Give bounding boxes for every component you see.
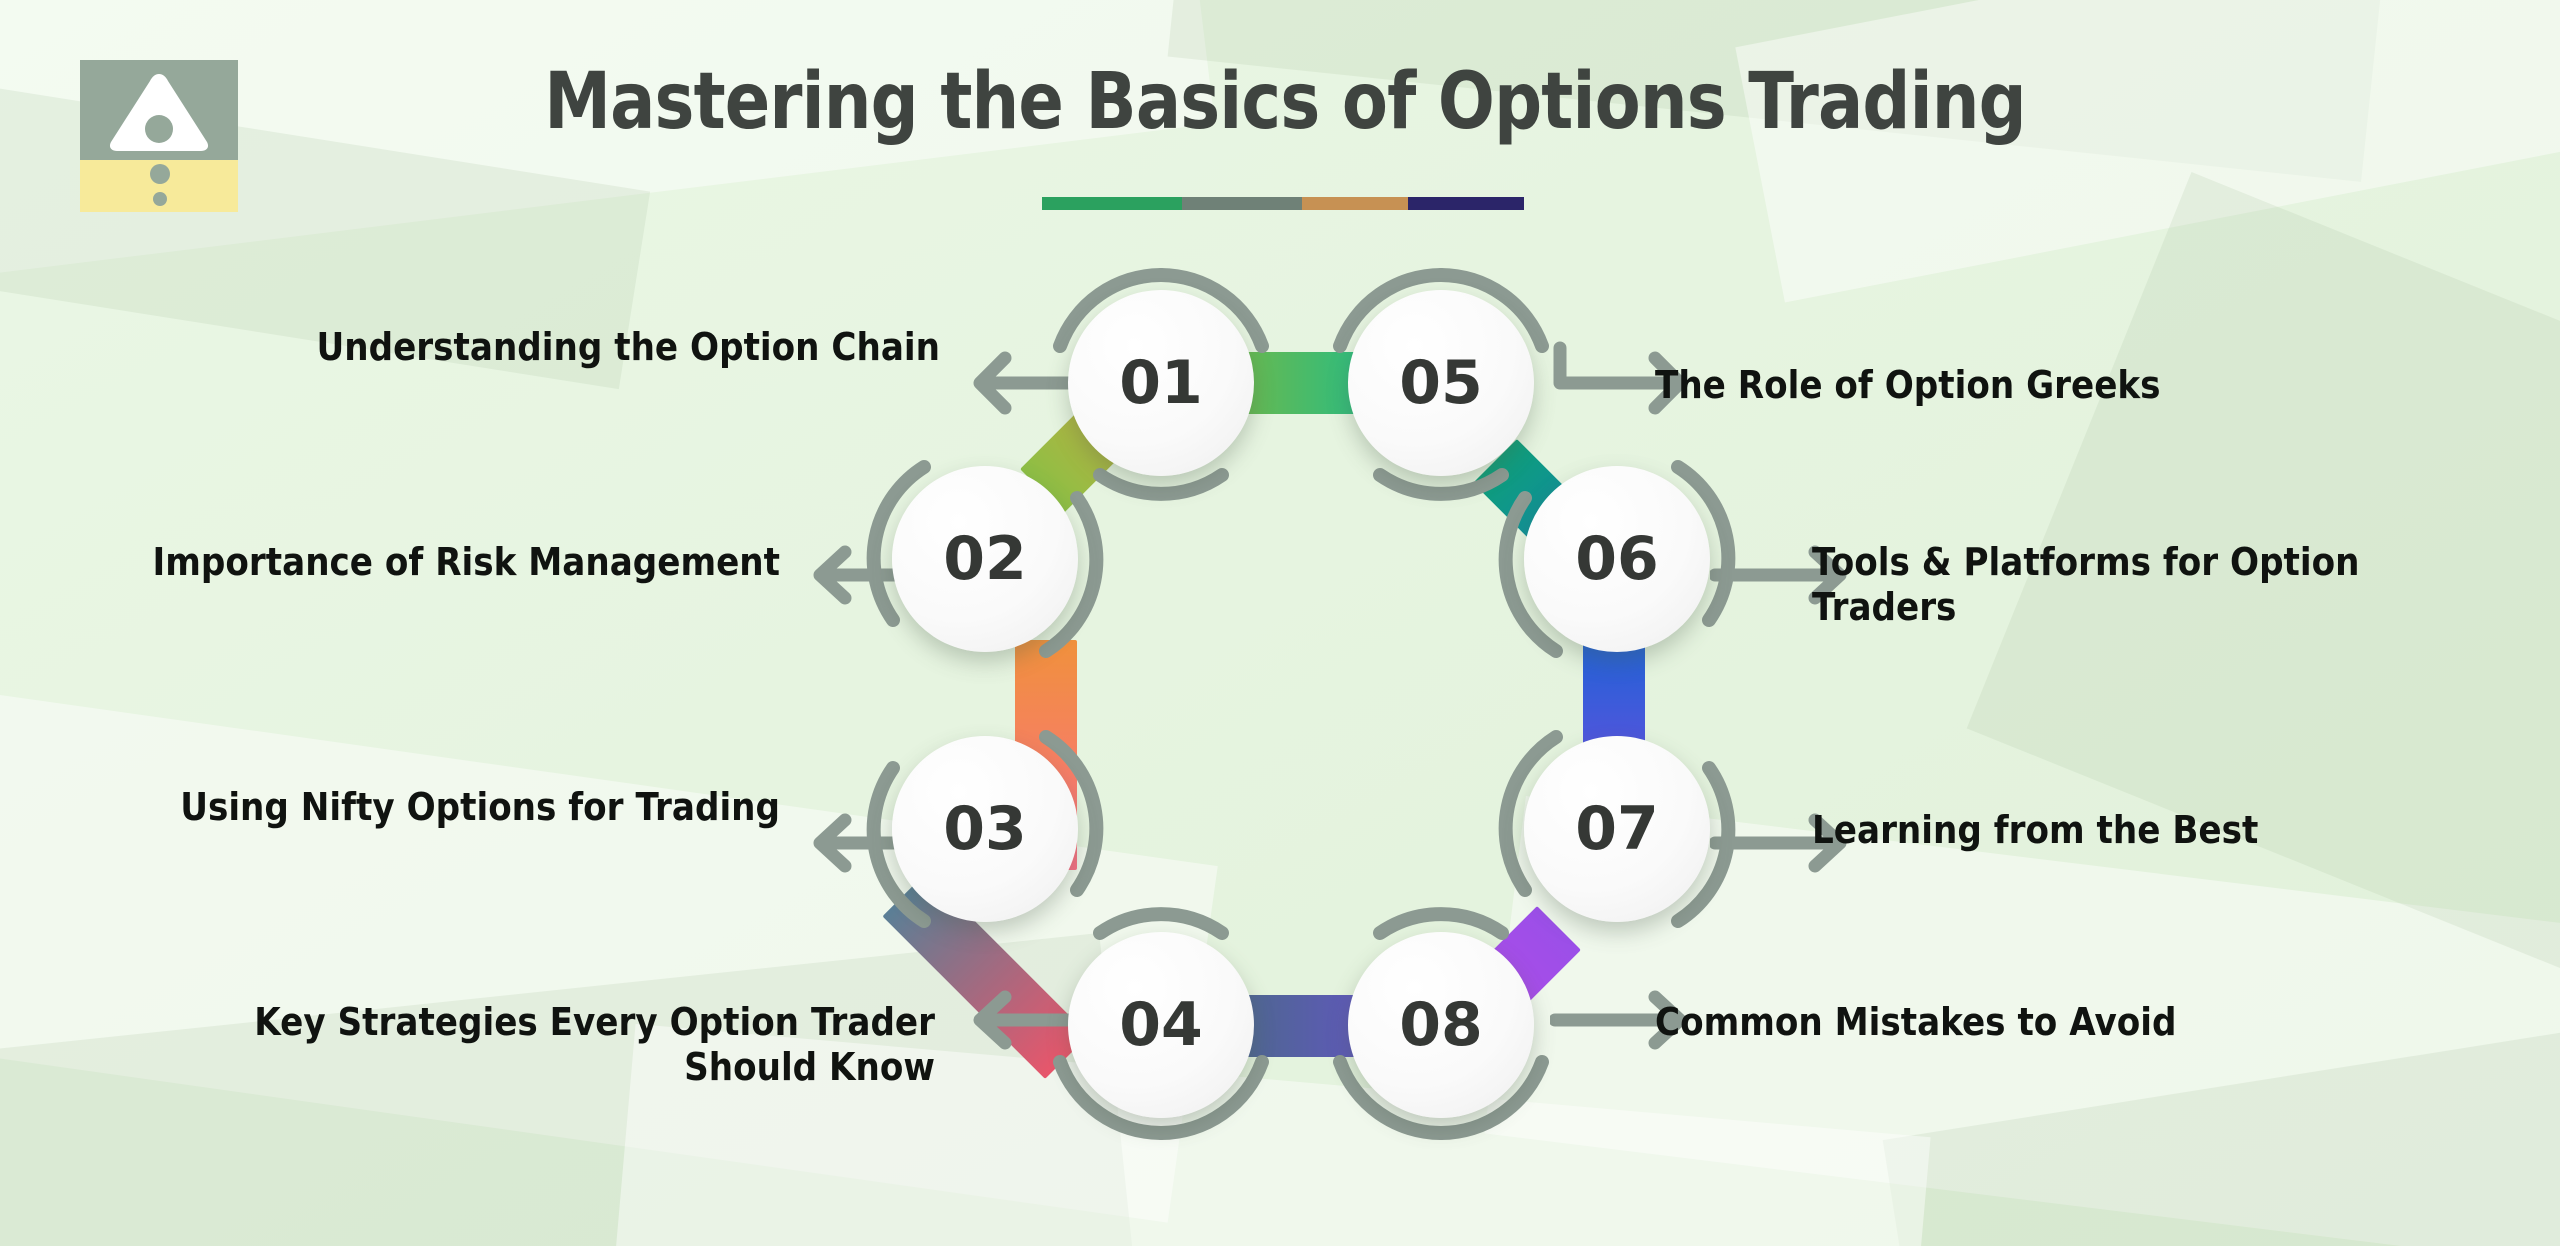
node-number-01: 01 [1119,348,1203,418]
arrow-to-label-07 [1710,813,1847,873]
node-ring-01 [1053,268,1269,501]
label-02: Importance of Risk Management [152,540,780,584]
warning-triangle-icon [109,74,209,151]
node-01[interactable]: 01 [1053,268,1269,501]
node-02[interactable]: 02 [866,460,1104,658]
node-number-02: 02 [943,524,1027,594]
node-disc-03: 03 [892,736,1078,922]
node-ring-04 [1053,907,1269,1140]
page-title: Mastering the Basics of Options Trading [544,57,2026,147]
node-05[interactable]: 05 [1333,268,1549,501]
label-03: Using Nifty Options for Trading [180,785,780,829]
node-number-03: 03 [943,794,1027,864]
underline-segment-2 [1181,197,1303,210]
logo-dot-large [150,164,170,184]
label-07: Learning from the Best [1812,808,2259,852]
underline-segment-1 [1042,197,1182,210]
underline-segment-4 [1408,197,1524,210]
node-08[interactable]: 08 [1333,907,1549,1140]
node-ring-08 [1333,907,1549,1140]
label-08: Common Mistakes to Avoid [1655,1000,2177,1044]
node-disc-04: 04 [1068,932,1254,1118]
node-number-05: 05 [1399,348,1483,418]
node-disc-05: 05 [1348,290,1534,476]
node-number-08: 08 [1399,990,1483,1060]
brand-logo [80,60,238,212]
node-disc-07: 07 [1524,736,1710,922]
node-disc-08: 08 [1348,932,1534,1118]
node-ring-05 [1333,268,1549,501]
arrow-to-label-05 [1553,341,1687,415]
node-ring-06 [1498,460,1736,658]
node-04[interactable]: 04 [1053,907,1269,1140]
logo-dot-small [153,192,167,206]
label-05: The Role of Option Greeks [1655,363,2161,407]
node-03[interactable]: 03 [866,730,1104,928]
label-06: Tools & Platforms for Option Traders [1812,540,2360,629]
arrow-to-label-06 [1710,545,1847,605]
node-ring-02 [866,460,1104,658]
node-ring-03 [866,730,1104,928]
node-06[interactable]: 06 [1498,460,1736,658]
node-disc-01: 01 [1068,290,1254,476]
node-number-07: 07 [1575,794,1659,864]
node-07[interactable]: 07 [1498,730,1736,928]
underline-segment-3 [1302,197,1409,210]
node-number-04: 04 [1119,990,1203,1060]
node-number-06: 06 [1575,524,1659,594]
title-underline-bar [1042,197,1524,210]
arrow-to-label-08 [1550,990,1687,1050]
node-ring-07 [1498,730,1736,928]
node-disc-06: 06 [1524,466,1710,652]
node-disc-02: 02 [892,466,1078,652]
label-01: Understanding the Option Chain [316,325,940,369]
label-04: Key Strategies Every Option Trader Shoul… [254,1000,935,1089]
